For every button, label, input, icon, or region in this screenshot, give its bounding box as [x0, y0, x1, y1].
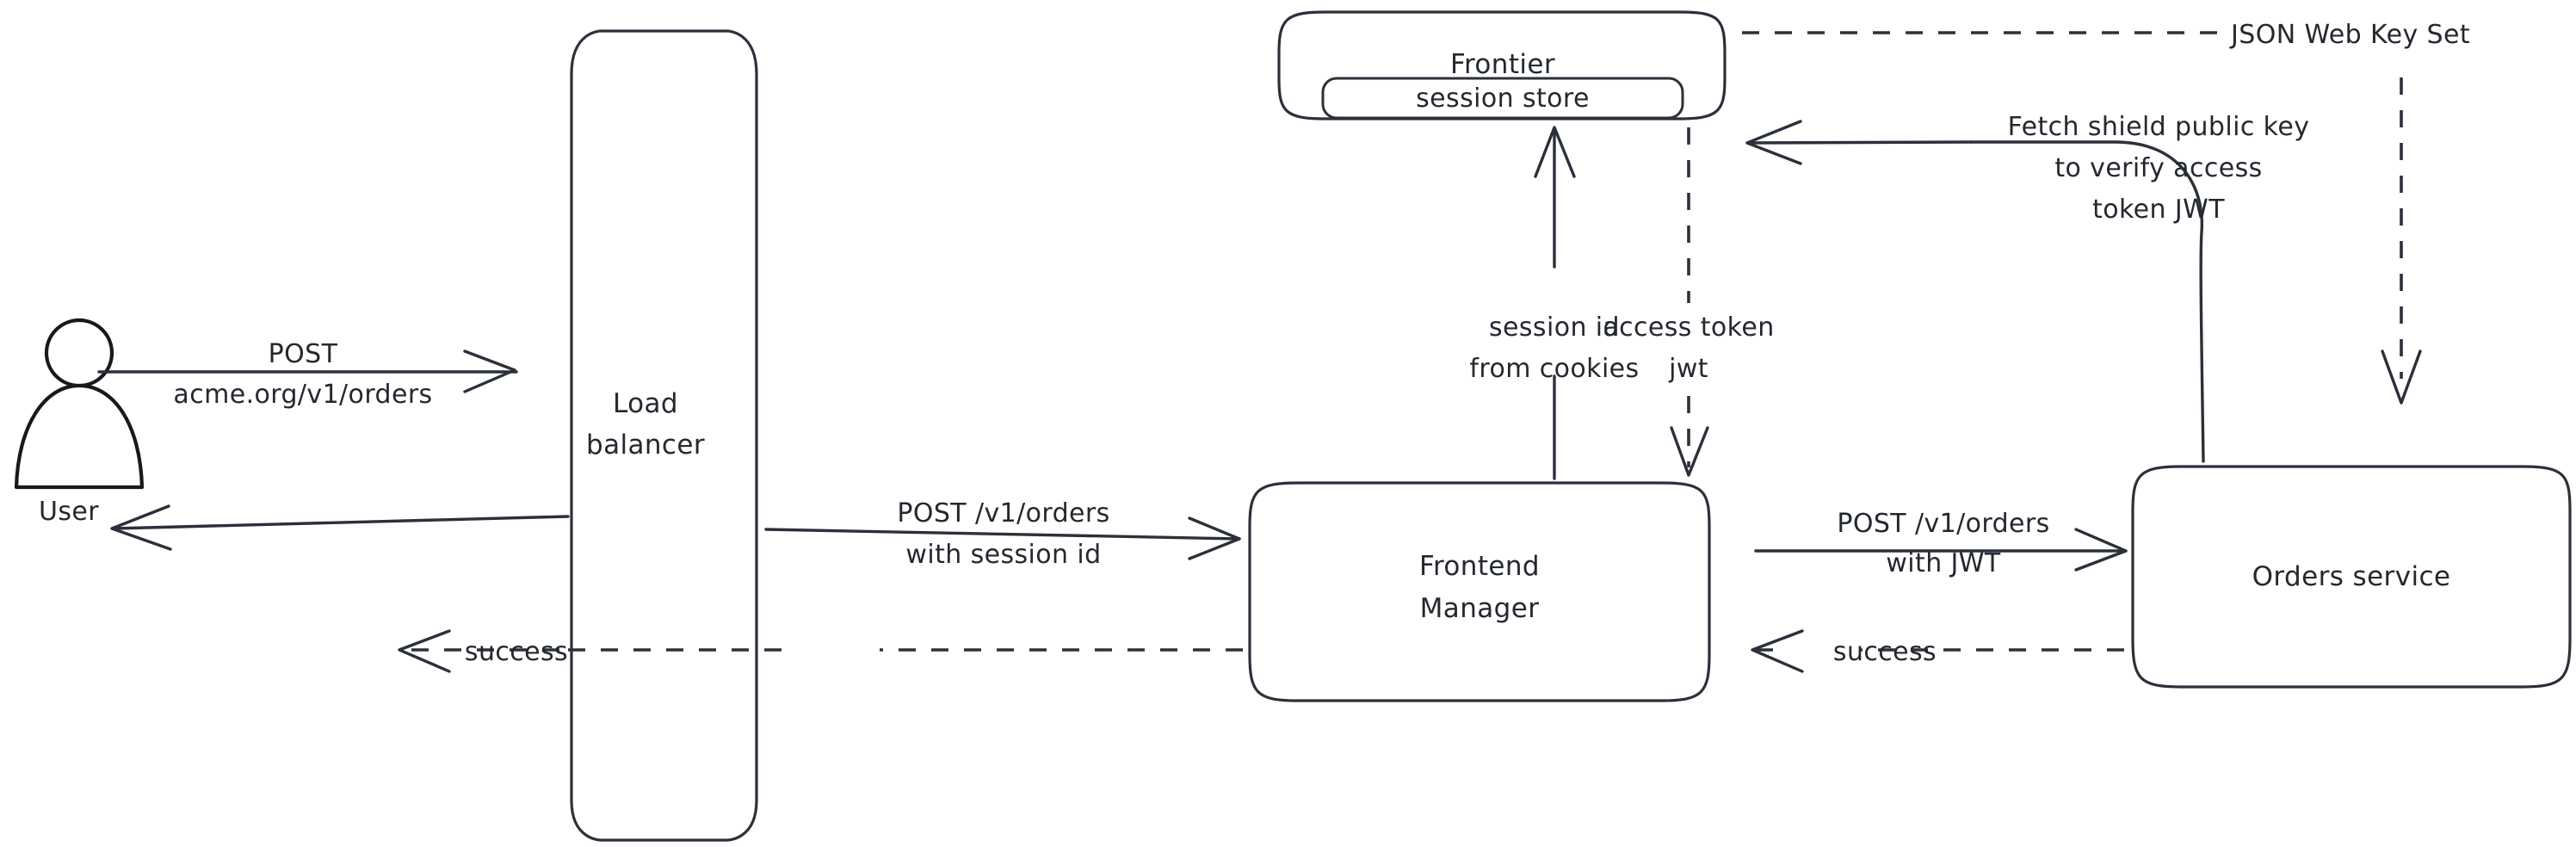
edge-fm-to-frontier: session id from cookies [1469, 126, 1639, 480]
frontier-label: Frontier [1450, 49, 1555, 80]
edge-orders-to-frontier: Fetch shield public key to verify access… [1745, 112, 2310, 463]
edge-frontier-to-fm-label-line2: jwt [1668, 354, 1708, 384]
edge-frontier-to-fm-label-line1: access token [1603, 312, 1774, 343]
edge-orders-to-fm-label: success [1833, 637, 1937, 667]
edge-fm-to-frontier-label-line1: session id [1489, 312, 1620, 343]
person-icon [14, 318, 145, 490]
frontend-manager-node[interactable]: Frontend Manager [1248, 481, 1711, 702]
edge-lb-to-fm-label-line2: with session id [905, 540, 1101, 570]
edge-frontier-to-fm: access token jwt [1603, 127, 1774, 477]
frontend-manager-label-line2: Manager [1420, 593, 1540, 624]
user-label: User [39, 497, 99, 527]
edge-user-to-lb-label-line1: POST [269, 339, 338, 369]
load-balancer-label-line1: Load [613, 388, 678, 419]
edge-fm-to-frontier-label-line2: from cookies [1469, 354, 1639, 384]
edge-lb-to-user [110, 504, 570, 551]
orders-service-label: Orders service [2252, 561, 2451, 592]
edge-fm-to-orders-label-line2: with JWT [1886, 548, 2000, 578]
edge-fm-to-lb-label: success [465, 637, 568, 667]
edge-user-to-lb: POST acme.org/v1/orders [97, 339, 518, 410]
edge-fm-to-orders: POST /v1/orders with JWT [1754, 509, 2128, 578]
edge-user-to-lb-label-line2: acme.org/v1/orders [173, 380, 432, 410]
edge-lb-to-fm-label-line1: POST /v1/orders [897, 498, 1109, 529]
edge-orders-to-frontier-label-line1: Fetch shield public key [2008, 112, 2310, 142]
frontier-node[interactable]: Frontier session store [1277, 10, 1727, 121]
edge-jwks-label: JSON Web Key Set [2229, 20, 2470, 50]
session-store-label: session store [1416, 83, 1590, 114]
edge-fm-to-lb: success [398, 629, 1243, 673]
edge-orders-to-fm: success [1747, 629, 2124, 673]
load-balancer-node[interactable]: Load balancer [570, 29, 758, 842]
user-node[interactable]: User [14, 318, 145, 527]
edge-orders-to-frontier-label-line3: token JWT [2092, 195, 2225, 225]
edge-lb-to-fm: POST /v1/orders with session id [764, 498, 1241, 570]
load-balancer-label-line2: balancer [586, 430, 705, 461]
edge-frontier-to-orders-jwks: JSON Web Key Set [1742, 20, 2470, 405]
edge-fm-to-orders-label-line1: POST /v1/orders [1837, 509, 2049, 539]
frontend-manager-label-line1: Frontend [1419, 551, 1540, 582]
edge-orders-to-frontier-label-line2: to verify access [2054, 153, 2262, 183]
orders-service-node[interactable]: Orders service [2131, 465, 2572, 689]
session-store-node[interactable]: session store [1321, 77, 1684, 120]
